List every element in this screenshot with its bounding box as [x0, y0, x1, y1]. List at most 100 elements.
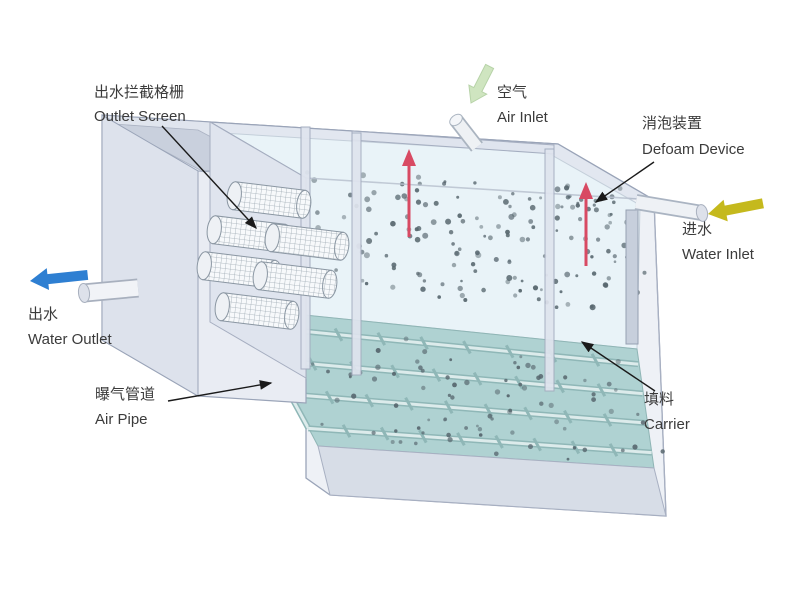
- carrier-dot: [604, 224, 610, 230]
- label-defoam-device-zh: 消泡装置: [642, 115, 702, 132]
- water-outlet-arrow: [30, 268, 89, 291]
- air-diffuser-stub: [563, 409, 573, 424]
- carrier-dot: [617, 186, 623, 191]
- carrier-dot: [446, 432, 451, 438]
- air-pipe-line-highlight: [308, 426, 652, 455]
- carrier-dot: [414, 188, 420, 193]
- air-diffuser-stub: [602, 413, 613, 427]
- carrier-dot: [420, 368, 425, 373]
- carrier-dot: [447, 437, 453, 443]
- carrier-dot: [570, 204, 576, 210]
- carrier-dot: [418, 365, 423, 371]
- inlet-drop-pipe: [625, 209, 639, 345]
- water-outlet-pipe-cap: [77, 283, 91, 303]
- air-pipe-line-highlight: [289, 392, 648, 425]
- carrier-dot: [392, 371, 396, 376]
- carrier-dot: [398, 440, 403, 444]
- label-carrier-en: Carrier: [644, 416, 690, 433]
- carrier-dot: [555, 229, 559, 232]
- defoam-arrow-1: [402, 149, 416, 237]
- carrier-dot: [414, 227, 419, 232]
- carrier-dot: [593, 207, 599, 213]
- carrier-dot: [394, 429, 398, 433]
- carrier-dot: [440, 282, 445, 287]
- carrier-dot: [414, 236, 421, 243]
- carrier-dot: [315, 210, 320, 215]
- carrier-dot: [488, 235, 493, 241]
- carrier-dot: [457, 285, 463, 292]
- carrier-dot: [375, 364, 381, 370]
- water-inlet-arrow: [708, 198, 764, 222]
- carrier-dot: [341, 215, 347, 220]
- carrier-dot: [475, 252, 482, 259]
- carrier-dot: [536, 297, 541, 302]
- carrier-dot: [457, 247, 462, 251]
- carrier-dot: [636, 412, 640, 416]
- air-diffuser-stub: [390, 364, 400, 379]
- carrier-dot: [364, 281, 369, 286]
- carrier-dot: [366, 206, 372, 213]
- carrier-dot: [532, 285, 539, 291]
- carrier-dot: [391, 262, 397, 268]
- carrier-dot: [391, 266, 396, 271]
- carrier-dot: [539, 401, 544, 406]
- air-diffuser-stub: [596, 383, 607, 397]
- air-diffuser-stub: [514, 375, 524, 390]
- air-diffuser-stub: [341, 424, 352, 438]
- carrier-dot: [554, 215, 560, 221]
- air-diffuser-stub: [555, 379, 565, 394]
- carrier-dot: [540, 288, 543, 292]
- carrier-dot: [364, 196, 371, 203]
- outlet-screen-leader: [161, 125, 257, 230]
- air-diffuser-stub: [523, 406, 533, 421]
- air-diffuser-stub: [608, 443, 619, 457]
- carrier-dot: [511, 192, 515, 196]
- carrier-dot: [609, 212, 613, 216]
- carrier-dot: [422, 232, 429, 239]
- carrier-dot: [640, 420, 646, 425]
- carrier-dot: [475, 216, 479, 221]
- carrier-dot: [456, 195, 460, 199]
- carrier-dot: [608, 408, 614, 414]
- carrier-dot: [582, 447, 588, 453]
- carrier-dot: [562, 426, 567, 431]
- carrier-dot: [612, 200, 616, 205]
- carrier-dot: [443, 180, 447, 184]
- carrier-dot: [507, 409, 513, 415]
- carrier-dot: [513, 361, 517, 365]
- outlet-screen-cylinder: [226, 181, 312, 219]
- carrier-dot: [487, 413, 493, 419]
- carrier-dot: [395, 194, 401, 201]
- carrier-dot: [496, 224, 501, 229]
- air-diffuser-stub: [504, 344, 515, 359]
- carrier-dot: [566, 457, 570, 461]
- carrier-dot: [620, 448, 625, 453]
- carrier-dot: [445, 375, 450, 380]
- carrier-dot: [421, 431, 425, 435]
- carrier-dot: [606, 276, 611, 281]
- carrier-dot: [366, 238, 373, 244]
- carrier-dot: [393, 403, 399, 408]
- carrier-dot: [433, 200, 439, 206]
- air-diffuser-stub: [590, 353, 601, 367]
- air-diffuser-stub: [379, 426, 390, 441]
- carrier-dot: [590, 255, 594, 259]
- defoam-leader: [594, 161, 655, 203]
- carrier-dot: [513, 293, 518, 298]
- carrier-dot: [326, 369, 330, 374]
- carrier-dot: [452, 382, 457, 388]
- carrier-dot: [510, 430, 515, 435]
- carrier-dot: [464, 426, 468, 430]
- carrier-dot: [479, 225, 484, 229]
- carrier-dot: [531, 225, 536, 230]
- carrier-dot: [538, 374, 544, 379]
- label-air-inlet-en: Air Inlet: [497, 109, 549, 126]
- carrier-dot: [596, 237, 601, 242]
- air-diffuser-stub: [431, 368, 442, 383]
- air-diffuser-stub: [418, 429, 428, 444]
- air-pipe-line-highlight: [271, 358, 643, 396]
- carrier-dot: [443, 418, 447, 422]
- carrier-dot: [518, 382, 523, 387]
- carrier-dot: [528, 219, 534, 224]
